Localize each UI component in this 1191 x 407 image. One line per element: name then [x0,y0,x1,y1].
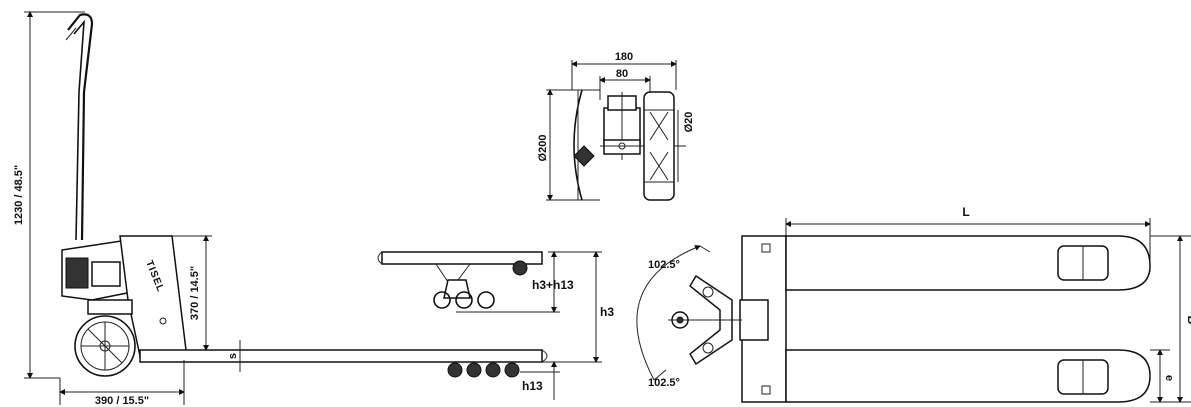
fork-height-label: 370 / 14.5" [189,266,201,320]
side-fork [139,349,543,363]
width-b-label: B [1185,316,1191,325]
wheel-detail: 180 80 Ø200 Ø20 [537,51,695,201]
side-view: 1230 / 48.5" TISEL 370 / 14.5" [13,11,548,407]
steering-wheel [74,315,136,377]
length-label: 390 / 15.5" [95,395,149,407]
height-label: 1230 / 48.5" [13,165,25,225]
load-roller [643,91,675,201]
raised-view: h3+h13 h3 h13 [377,251,614,400]
angle-top-label: 102.5° [648,259,680,271]
raised-fork [381,251,543,265]
min-height-label: h13 [522,379,543,393]
max-height-label: h3 [600,305,614,319]
fork-thickness-label: s [227,353,239,359]
roller-diameter-label: Ø20 [683,112,695,133]
length-l-label: L [962,205,969,219]
top-view: L 102.5° 102.5° B e [636,205,1191,403]
outer-width-label: 180 [615,51,633,63]
lift-label: h3+h13 [532,278,574,292]
angle-bottom-label: 102.5° [648,377,680,389]
inner-width-label: 80 [616,68,628,80]
chassis [119,235,187,357]
handle [67,13,94,241]
top-handle [689,274,733,366]
fork-width-e-label: e [1163,375,1175,381]
wheel-diameter-label: Ø200 [537,135,549,162]
